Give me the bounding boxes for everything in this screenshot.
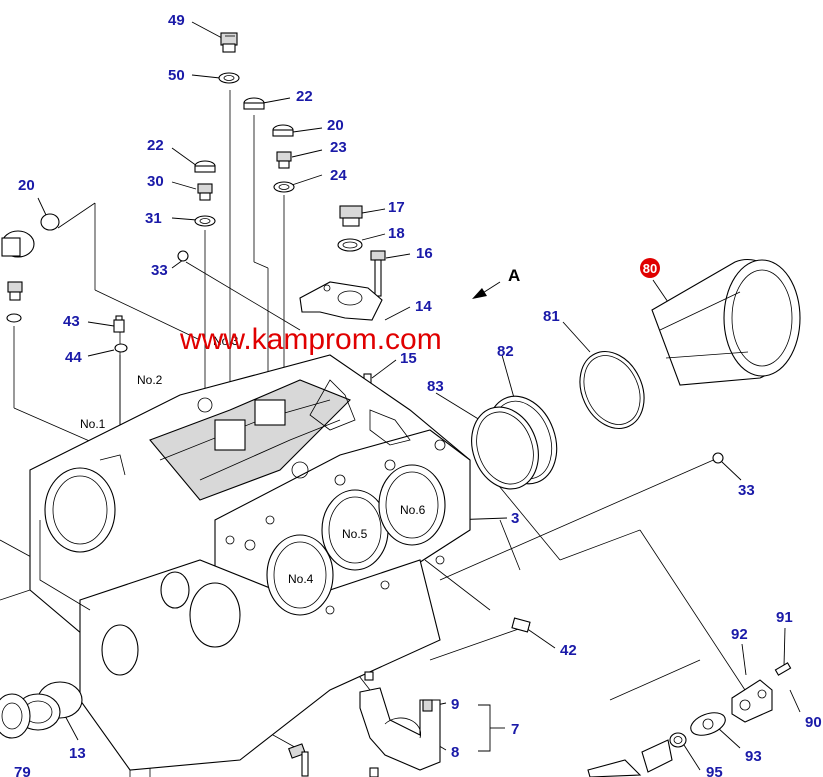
callout-42[interactable]: 42 [560, 642, 577, 659]
callout-24[interactable]: 24 [330, 167, 347, 184]
bolt-16 [370, 250, 386, 297]
plug-20-top [272, 124, 294, 137]
plug-22-top [243, 97, 265, 110]
plug-49 [220, 32, 238, 53]
callout-33-top[interactable]: 33 [151, 262, 168, 279]
callout-81[interactable]: 81 [543, 308, 560, 325]
cap-14 [299, 281, 383, 321]
bolt-lower-left [288, 743, 309, 777]
watermark-text: www.kamprom.com [179, 323, 442, 356]
callout-23[interactable]: 23 [330, 139, 347, 156]
gasket-93 [690, 712, 726, 736]
gasket-95 [669, 732, 687, 748]
ring-83 [471, 406, 539, 490]
callout-20-left[interactable]: 20 [18, 177, 35, 194]
gasket-50 [218, 72, 240, 84]
pin-33-right [712, 452, 724, 464]
callout-14[interactable]: 14 [415, 298, 432, 315]
callout-15[interactable]: 15 [400, 350, 417, 367]
gasket-31 [194, 215, 216, 227]
callout-93[interactable]: 93 [745, 748, 762, 765]
pin-33-top [177, 250, 189, 262]
pin-42 [511, 617, 531, 633]
view-arrow: A [472, 266, 520, 299]
gasket-44 [114, 343, 128, 353]
bolt-below-cap [364, 671, 379, 777]
callout-20-top[interactable]: 20 [327, 117, 344, 134]
callout-7[interactable]: 7 [511, 721, 519, 738]
callout-91[interactable]: 91 [776, 609, 793, 626]
callout-50[interactable]: 50 [168, 67, 185, 84]
cylinder-no5-label: No.5 [342, 527, 368, 541]
callout-82[interactable]: 82 [497, 343, 514, 360]
plug-left-side [6, 281, 23, 323]
gasket-24 [273, 181, 295, 193]
gasket-18 [337, 238, 363, 252]
plug-23 [276, 151, 292, 169]
cylinder-no1-label: No.1 [80, 417, 106, 431]
cylinder-block [29, 354, 471, 771]
pipe-connector-92 [731, 679, 773, 723]
callout-43[interactable]: 43 [63, 313, 80, 330]
cylinder-no3-label: No.3 [213, 334, 239, 348]
callout-79[interactable]: 79 [14, 764, 31, 777]
bolt-91 [774, 662, 792, 676]
callout-numbers: 49 50 22 20 22 23 30 24 20 31 17 18 16 3… [14, 12, 822, 777]
callout-22-top[interactable]: 22 [296, 88, 313, 105]
plug-22-left [194, 160, 216, 173]
callout-83[interactable]: 83 [427, 378, 444, 395]
callout-31[interactable]: 31 [145, 210, 162, 227]
view-arrow-label: A [508, 266, 520, 285]
bush-79 [0, 693, 31, 739]
plug-17 [339, 205, 363, 227]
plug-20-left [1, 213, 60, 258]
callout-44[interactable]: 44 [65, 349, 82, 366]
callout-13[interactable]: 13 [69, 745, 86, 762]
callout-33-right[interactable]: 33 [738, 482, 755, 499]
cylinder-labels: No.1 No.2 No.3 No.4 No.5 No.6 [80, 334, 426, 586]
cylinder-no4-label: No.4 [288, 572, 314, 586]
callout-30[interactable]: 30 [147, 173, 164, 190]
callout-49[interactable]: 49 [168, 12, 185, 29]
callout-17[interactable]: 17 [388, 199, 405, 216]
callout-18[interactable]: 18 [388, 225, 405, 242]
callout-8[interactable]: 8 [451, 744, 459, 761]
cylinder-liner-80 [651, 258, 801, 386]
callout-90[interactable]: 90 [805, 714, 822, 731]
callout-95[interactable]: 95 [706, 764, 723, 777]
bolt-9 [422, 699, 433, 712]
callout-92[interactable]: 92 [731, 626, 748, 643]
highlight-badge-80[interactable]: 80 [640, 258, 660, 278]
highlight-badge-label: 80 [643, 261, 657, 276]
main-cap-8 [359, 687, 441, 771]
fitting-43 [113, 315, 125, 333]
plug-30 [197, 183, 213, 201]
fitting-lower-right [587, 739, 673, 777]
o-ring-81 [579, 351, 645, 429]
callout-3[interactable]: 3 [511, 510, 519, 527]
cylinder-no2-label: No.2 [137, 373, 163, 387]
callout-9[interactable]: 9 [451, 696, 459, 713]
cylinder-no6-label: No.6 [400, 503, 426, 517]
callout-22-left[interactable]: 22 [147, 137, 164, 154]
callout-16[interactable]: 16 [416, 245, 433, 262]
